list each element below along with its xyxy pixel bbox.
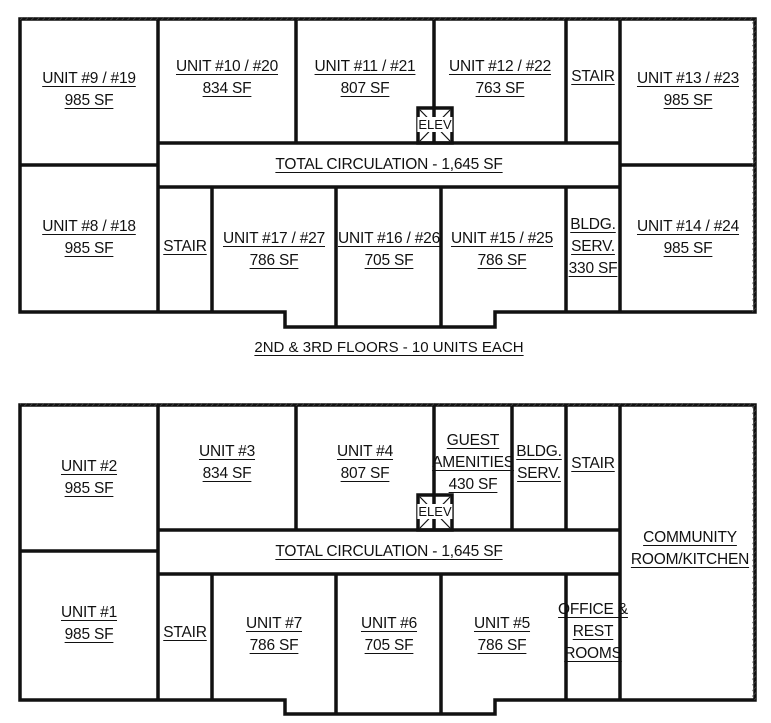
community-room: COMMUNITY ROOM/KITCHEN [630,529,750,568]
bldg-serv-ground: BLDG. SERV. [516,443,562,482]
unit-17-27: UNIT #17 / #27 786 SF [222,230,326,269]
unit-13-23: UNIT #13 / #23 985 SF [636,70,740,109]
unit-14-24: UNIT #14 / #24 985 SF [636,218,740,257]
unit-6: UNIT #6 705 SF [360,615,418,654]
unit-15-25: UNIT #15 / #25 786 SF [450,230,554,269]
unit-3: UNIT #3 834 SF [198,443,256,482]
unit-11-21: UNIT #11 / #21 807 SF [314,58,416,97]
elevator-ground-label: ELEV [417,504,453,519]
unit-8-18: UNIT #8 / #18 985 SF [42,218,136,257]
stair-ground-top: STAIR [571,455,615,472]
unit-10-20: UNIT #10 / #20 834 SF [175,58,279,97]
elevator-upper-label: ELEV [417,117,453,132]
unit-4: UNIT #4 807 SF [336,443,394,482]
unit-1: UNIT #1 985 SF [60,604,118,643]
unit-12-22: UNIT #12 / #22 763 SF [448,58,552,97]
unit-7: UNIT #7 786 SF [245,615,303,654]
unit-16-26: UNIT #16 / #26 705 SF [337,230,441,269]
stair-upper-top: STAIR [571,68,615,85]
unit-9-19: UNIT #9 / #19 985 SF [42,70,136,109]
stair-ground-bottom: STAIR [163,624,207,641]
circulation-upper: TOTAL CIRCULATION - 1,645 SF [275,156,503,173]
stair-upper-bottom: STAIR [163,238,207,255]
upper-floor-caption: 2ND & 3RD FLOORS - 10 UNITS EACH [254,339,524,356]
circulation-ground: TOTAL CIRCULATION - 1,645 SF [275,543,503,560]
unit-5: UNIT #5 786 SF [473,615,531,654]
guest-amenities: GUEST AMENITIES 430 SF [432,432,514,493]
bldg-serv-upper: BLDG. SERV. 330 SF [568,216,618,277]
office-rest-rooms: OFFICE & REST ROOMS [558,601,628,662]
unit-2: UNIT #2 985 SF [60,458,118,497]
